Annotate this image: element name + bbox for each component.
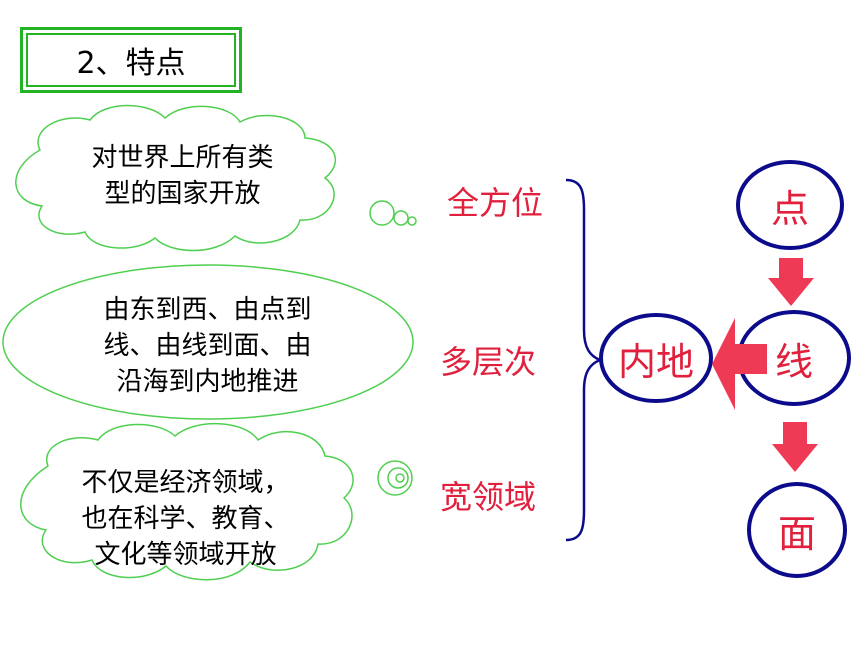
cloud-1-line-2: 型的国家开放 bbox=[104, 179, 261, 209]
cloud-2-line-2: 线、由线到面、由 bbox=[103, 331, 312, 361]
label-line: 线 bbox=[774, 339, 813, 384]
label-inland: 内地 bbox=[617, 339, 694, 384]
section-title-text: 2、特点 bbox=[76, 46, 186, 81]
arrow-left bbox=[712, 318, 767, 410]
feature-all-directions: 全方位 bbox=[447, 184, 544, 222]
cloud-3-line-1: 不仅是经济领域， bbox=[81, 468, 290, 498]
thought-cloud-1 bbox=[15, 104, 417, 252]
thought-ellipse-2 bbox=[2, 264, 414, 420]
thought-cloud-3 bbox=[20, 422, 413, 581]
feature-wide-field: 宽领域 bbox=[440, 478, 537, 516]
arrow-down-1 bbox=[768, 258, 814, 306]
circle-inland bbox=[599, 313, 713, 403]
arrow-down-2 bbox=[772, 422, 818, 472]
cloud-2-line-3: 沿海到内地推进 bbox=[116, 367, 299, 397]
circle-surface bbox=[747, 482, 847, 578]
section-title: 2、特点 bbox=[20, 27, 242, 93]
label-surface: 面 bbox=[777, 511, 816, 556]
curly-brace bbox=[565, 178, 604, 542]
cloud-3-line-2: 也在科学、教育、 bbox=[81, 504, 290, 534]
cloud-2-text: 由东到西、由点到 线、由线到面、由 沿海到内地推进 bbox=[55, 292, 360, 400]
cloud-1-text: 对世界上所有类 型的国家开放 bbox=[50, 140, 315, 212]
cloud-1-line-1: 对世界上所有类 bbox=[91, 143, 274, 173]
cloud-2-line-1: 由东到西、由点到 bbox=[103, 295, 312, 325]
cloud-3-line-3: 文化等领域开放 bbox=[94, 540, 277, 570]
label-point: 点 bbox=[770, 186, 809, 231]
feature-multi-level: 多层次 bbox=[440, 343, 537, 381]
circle-point bbox=[736, 160, 844, 250]
cloud-3-text: 不仅是经济领域， 也在科学、教育、 文化等领域开放 bbox=[48, 465, 323, 573]
